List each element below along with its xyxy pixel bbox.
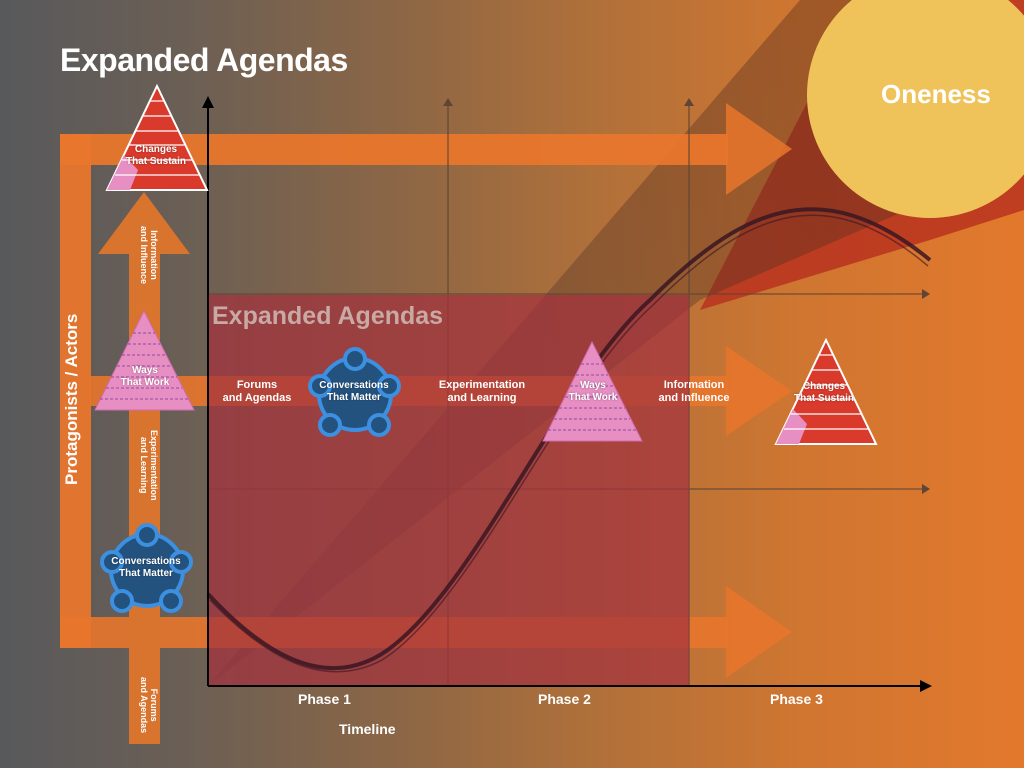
x-axis-label: Timeline [339,721,396,737]
vertical-orange-band [60,134,91,648]
phase-3-label: Phase 3 [770,691,823,707]
oneness-label: Oneness [881,79,991,109]
phase-2-label: Phase 2 [538,691,591,707]
changes-shape-phase3 [774,337,878,445]
changes-shape-top [105,83,209,191]
ways-shape-left [94,309,195,411]
conversations-shape-phase1 [308,347,401,437]
conversations-shape-left [100,523,193,613]
expanded-agendas-overlay [208,295,689,686]
overlay-title: Expanded Agendas [212,302,444,330]
page-title: Expanded Agendas [60,42,348,78]
s-curve [206,207,932,671]
grid-arrowheads [443,98,930,494]
main-axes [207,106,922,687]
phase-1-label: Phase 1 [298,691,351,707]
oneness-sun [807,0,1024,218]
y-axis-label: Protagonists / Actors [62,313,81,485]
ways-shape-phase2 [542,340,643,442]
